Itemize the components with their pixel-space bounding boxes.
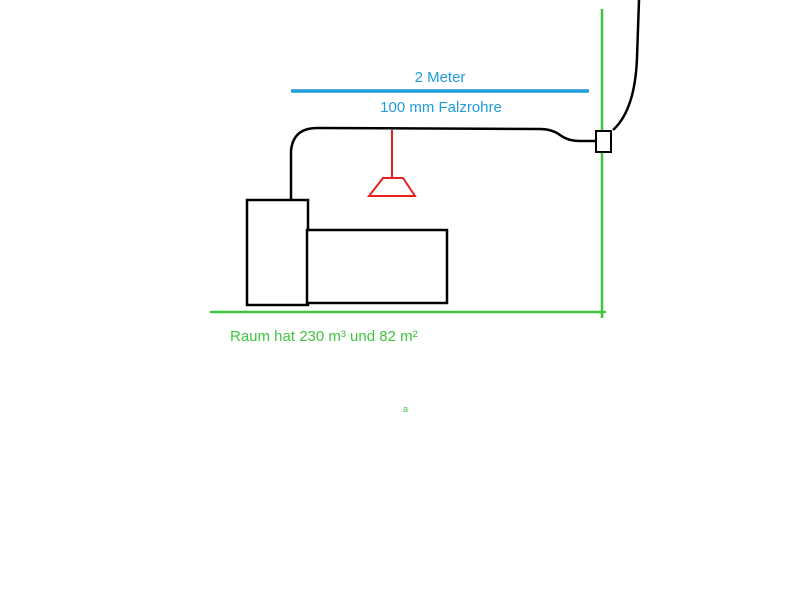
room-info-label: Raum hat 230 m³ und 82 m² (230, 328, 418, 345)
chimney-pipe (612, 0, 641, 131)
stray-mark-label: a (403, 404, 408, 414)
exhaust-hood (366, 177, 417, 197)
duct-pipe (289, 126, 596, 201)
appliance-box-tall (245, 198, 310, 307)
dimension-label: 2 Meter (415, 69, 466, 86)
appliance-box-wide (305, 228, 449, 305)
damper-box (595, 130, 612, 153)
pipe-type-label: 100 mm Falzrohre (380, 99, 502, 116)
